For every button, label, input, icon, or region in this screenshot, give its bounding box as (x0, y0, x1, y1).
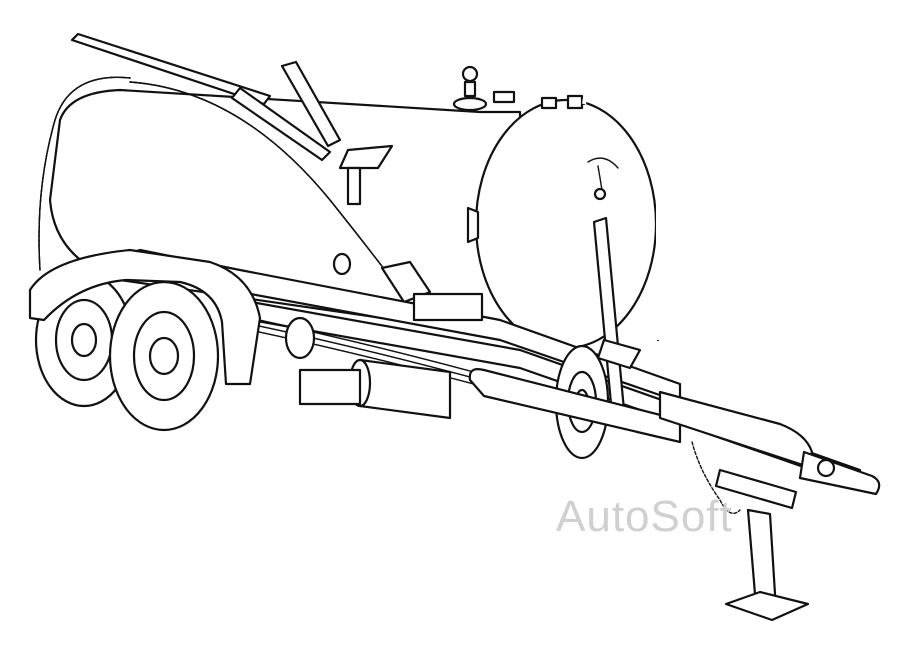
rear-wheel (34, 272, 134, 408)
hose-nozzle (332, 252, 432, 304)
handrail (582, 63, 660, 342)
top-fittings (452, 65, 584, 112)
fender (28, 248, 262, 386)
safety-chain (691, 441, 741, 514)
corrugated-hose (38, 76, 401, 291)
hose-boom-arm (70, 32, 394, 206)
drawbar-tow-hitch (468, 368, 881, 496)
middle-wheel (108, 280, 220, 432)
support-strut (592, 216, 642, 416)
pump-cylinder (284, 316, 452, 420)
jack-stand (714, 468, 810, 622)
watermark-text: AutoSoft (556, 492, 733, 541)
